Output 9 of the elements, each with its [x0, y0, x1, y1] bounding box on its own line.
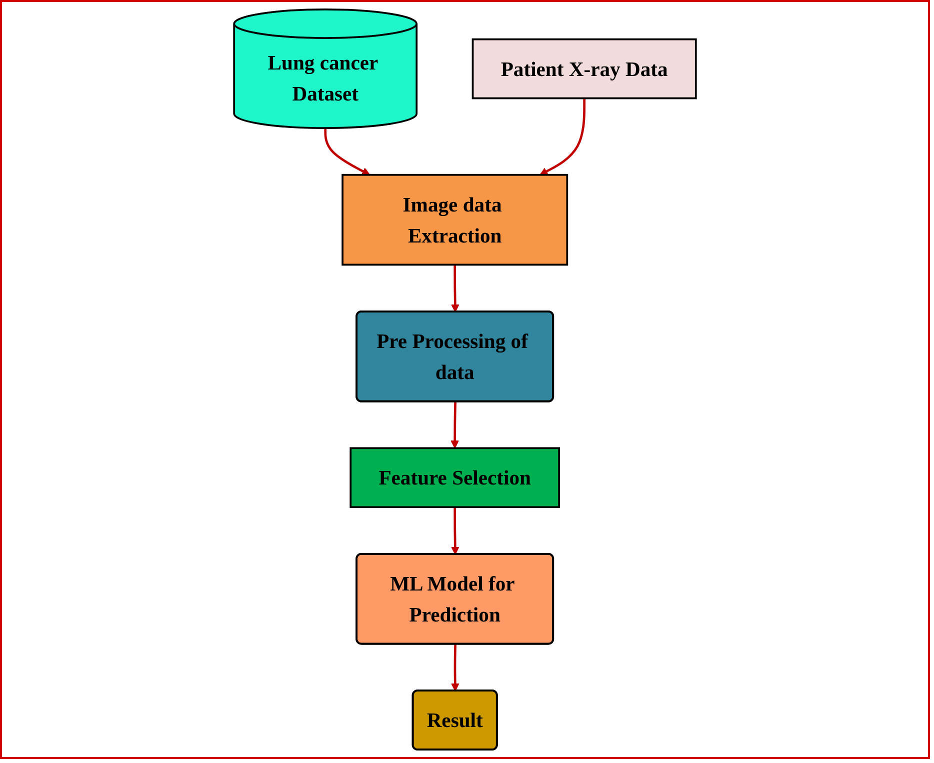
- arrow: [540, 98, 586, 176]
- arrow: [450, 402, 459, 449]
- node-box: Image data Extraction: [342, 174, 568, 266]
- arrow: [451, 264, 460, 312]
- arrow: [451, 644, 460, 692]
- arrow: [451, 507, 460, 555]
- arrow: [324, 128, 370, 176]
- node-box: Feature Selection: [350, 447, 560, 508]
- node-box: Patient X-ray Data: [472, 38, 697, 100]
